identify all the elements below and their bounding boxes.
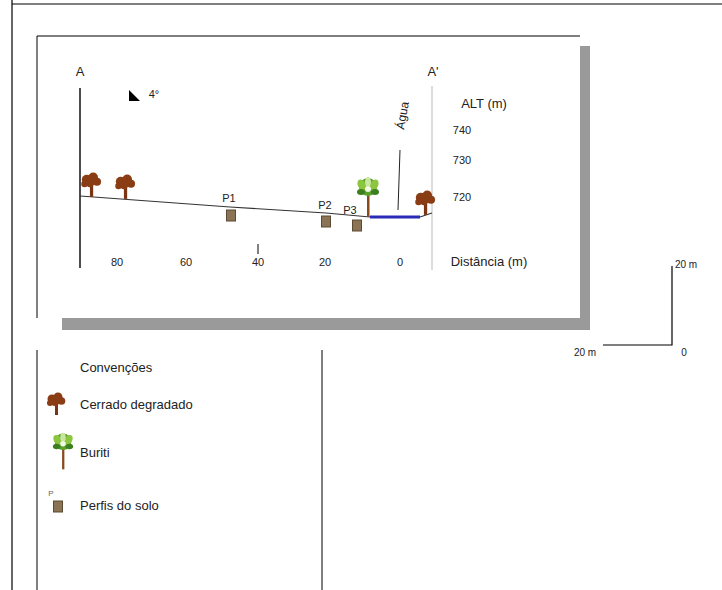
altitude-tick: 730: [453, 154, 471, 166]
axis-title: ALT (m): [461, 97, 507, 111]
distance-tick: 80: [111, 256, 123, 268]
scale-length: 20 m: [675, 259, 697, 270]
altitude-tick: 720: [453, 191, 471, 203]
section-end: A: [76, 65, 85, 79]
legend-text: Perfis do solo: [80, 499, 159, 513]
profile-label: P3: [343, 204, 356, 216]
distance-tick: 40: [252, 256, 264, 268]
distance-tick: 0: [397, 256, 403, 268]
slope-angle: 4°: [149, 88, 160, 100]
altitude-tick: 740: [453, 124, 471, 136]
scale-origin: 0: [681, 347, 687, 358]
profile-label: P2: [318, 199, 331, 211]
distance-tick: 60: [180, 256, 192, 268]
profile-label: P1: [222, 192, 235, 204]
axis-title: Distância (m): [451, 255, 528, 269]
legend-sample-text: P: [48, 490, 53, 499]
legend-title: Convenções: [80, 361, 152, 375]
distance-tick: 20: [319, 256, 331, 268]
scale-length: 20 m: [574, 347, 596, 358]
section-end: A': [427, 65, 438, 79]
legend-text: Cerrado degradado: [80, 398, 193, 412]
legend-text: Buriti: [80, 446, 110, 460]
